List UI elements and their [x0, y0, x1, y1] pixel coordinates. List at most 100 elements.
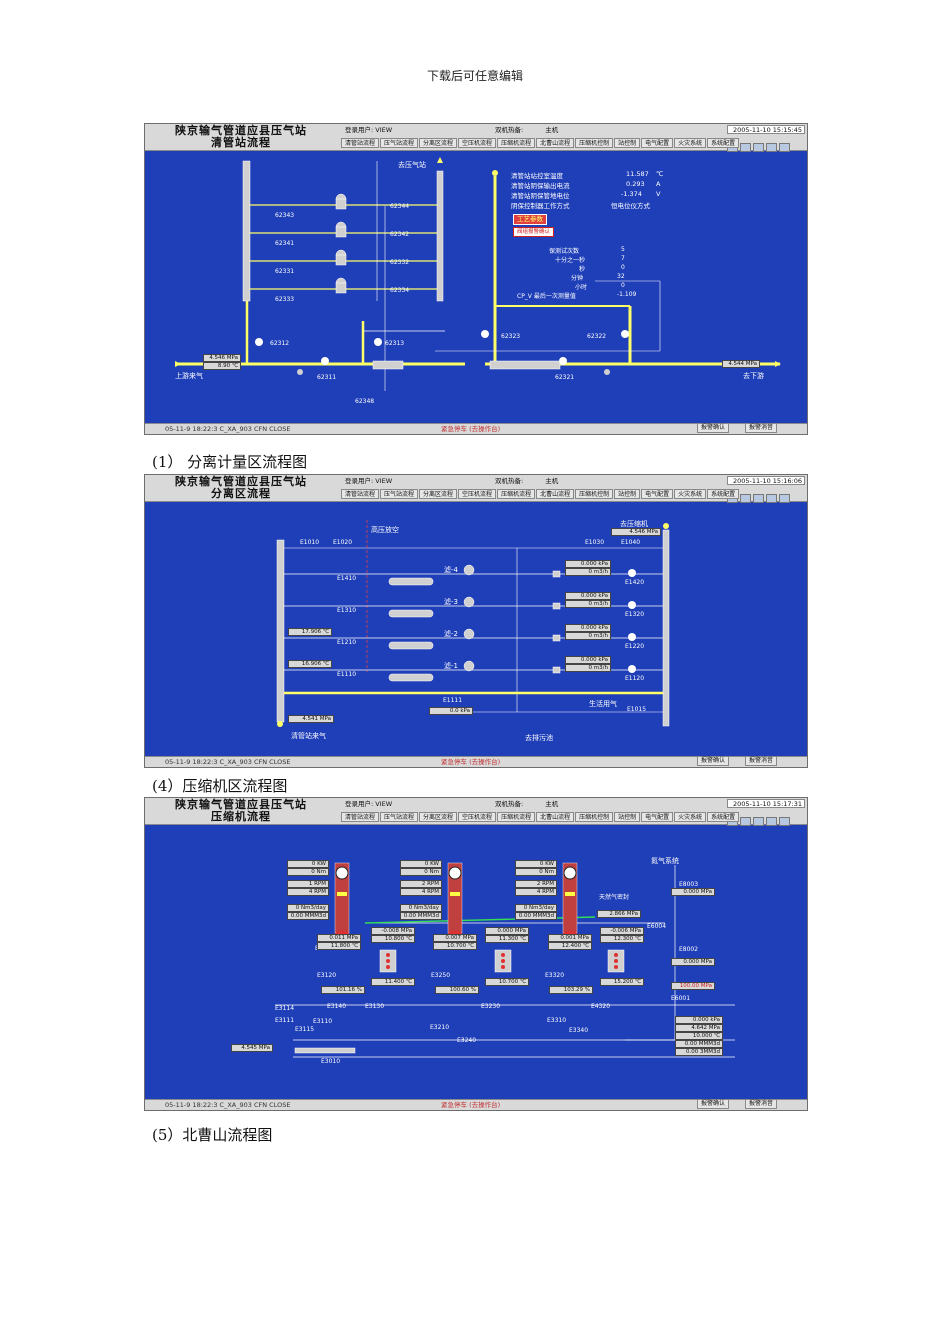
alarm-confirm-button[interactable]: 阀组报警确认: [513, 227, 555, 237]
downstream-label: 去下游: [743, 371, 764, 380]
tab-compctl[interactable]: 压缩机控制: [575, 812, 614, 822]
process-params-button[interactable]: 工艺参数: [513, 214, 547, 225]
alarm-silence-button[interactable]: 报警消音: [745, 423, 778, 433]
valve-tag: E1111: [443, 697, 462, 704]
tab-pig[interactable]: 清管站流程: [341, 489, 380, 499]
alarm-ack-button[interactable]: 报警确认: [697, 1099, 730, 1109]
svg-text:E8002: E8002: [679, 946, 698, 953]
pct-readout: 100.60 %: [435, 986, 479, 994]
tab-fire[interactable]: 火灾系统: [674, 138, 707, 148]
svg-text:E8003: E8003: [679, 881, 698, 888]
flow-rate: 0 m3/h: [565, 600, 611, 608]
temp-readout: 16.906 ℃: [288, 660, 332, 668]
nav-tabs: 清管站流程 压气站流程 分离区流程 空压机流程 压缩机流程 北曹山流程 压缩机控…: [341, 812, 807, 823]
tab-stationctl[interactable]: 站控制: [614, 812, 641, 822]
tab-sep[interactable]: 分离区流程: [419, 138, 458, 148]
tab-gas[interactable]: 压气站流程: [380, 489, 419, 499]
screen-subtitle: 压缩机流程: [211, 810, 271, 823]
valve-tag: E1120: [625, 675, 644, 682]
nm-readout: 0 Nm: [515, 868, 557, 876]
alarm-silence-button[interactable]: 报警消音: [745, 756, 778, 766]
rpm-readout: 4 RPM: [400, 888, 442, 896]
tab-bcs[interactable]: 北曹山流程: [536, 489, 575, 499]
temp-readout: 10.800 ℃: [371, 935, 415, 943]
flow-readout: 0 Nm3/day: [287, 904, 329, 912]
tab-air[interactable]: 空压机流程: [458, 812, 497, 822]
temp-readout: 12.400 ℃: [548, 942, 592, 950]
svg-text:E6004: E6004: [647, 923, 666, 930]
inlet-pressure: 4.546 MPa: [203, 354, 241, 362]
pressure-readout: -0.006 MPa: [600, 927, 644, 935]
valve-tag: 62332: [390, 259, 409, 266]
svg-text:E6001: E6001: [671, 995, 690, 1002]
tab-pig[interactable]: 清管站流程: [341, 138, 380, 148]
login-info: 登录用户: VIEW: [345, 126, 393, 134]
gas-seal-label: 天然气密封: [599, 893, 629, 901]
flow-kpa: 0.000 kPa: [565, 656, 611, 664]
tab-comp[interactable]: 压缩机流程: [497, 138, 536, 148]
svg-text:E3114: E3114: [275, 1005, 294, 1012]
tab-sys[interactable]: 系统配置: [707, 812, 740, 822]
tab-fire[interactable]: 火灾系统: [674, 489, 707, 499]
pressure-readout: -0.008 MPa: [371, 927, 415, 935]
to-compressor-pressure: 4.546 MPa: [611, 528, 661, 536]
compressor-screenshot: 陕京输气管道应县压气站 压缩机流程 登录用户: VIEW 双机热备: 主机 20…: [144, 797, 808, 1111]
flow-readout: 0.00 MMM3d: [515, 912, 557, 920]
tab-bcs[interactable]: 北曹山流程: [536, 812, 575, 822]
temp-readout: 11.300 ℃: [485, 935, 529, 943]
title-bar: 陕京输气管道应县压气站 压缩机流程 登录用户: VIEW 双机热备: 主机 20…: [145, 798, 807, 826]
tab-elec[interactable]: 电气配置: [641, 812, 674, 822]
tab-elec[interactable]: 电气配置: [641, 138, 674, 148]
tab-elec[interactable]: 电气配置: [641, 489, 674, 499]
title-bar: 陕京输气管道应县压气站 清管站流程 登录用户: VIEW 双机热备: 主机 20…: [145, 124, 807, 152]
nm-readout: 0 Nm: [400, 868, 442, 876]
tab-gas[interactable]: 压气站流程: [380, 138, 419, 148]
to-compressor-label: 去压缩机: [620, 519, 648, 528]
rpm-readout: 1 RPM: [287, 880, 329, 888]
nav-tabs: 清管站流程 压气站流程 分离区流程 空压机流程 压缩机流程 北曹山流程 压缩机控…: [341, 138, 807, 149]
flow-readout: 0 Nm3/day: [515, 904, 557, 912]
valve-tag: 62342: [390, 231, 409, 238]
valve-tag: E1110: [337, 671, 356, 678]
status-bar: 05-11-9 18:22:3 C_XA_903 CFN CLOSE 紧急停车 …: [145, 756, 807, 767]
tab-comp[interactable]: 压缩机流程: [497, 489, 536, 499]
param-row: 阴保控制器工作方式恒电位仪方式: [511, 202, 650, 210]
filter-label: 滤-2: [444, 629, 458, 638]
screen-subtitle: 清管站流程: [211, 136, 271, 149]
tab-bcs[interactable]: 北曹山流程: [536, 138, 575, 148]
alarm-silence-button[interactable]: 报警消音: [745, 1099, 778, 1109]
alarm-ack-button[interactable]: 报警确认: [697, 756, 730, 766]
station-title: 陕京输气管道应县压气站 分离区流程: [151, 476, 331, 500]
valve-tag: E1320: [625, 611, 644, 618]
emergency-stop: 紧急停车 (去操作台): [441, 1101, 501, 1109]
drain-label: 去排污池: [525, 733, 553, 742]
tab-compctl[interactable]: 压缩机控制: [575, 489, 614, 499]
tab-compctl[interactable]: 压缩机控制: [575, 138, 614, 148]
pct-readout: 103.29 %: [549, 986, 593, 994]
tab-comp[interactable]: 压缩机流程: [497, 812, 536, 822]
tab-pig[interactable]: 清管站流程: [341, 812, 380, 822]
tab-stationctl[interactable]: 站控制: [614, 489, 641, 499]
pig-process-diagram: 62343 62344 62341 62342 62331 62332 6233…: [175, 157, 781, 405]
alarm-ack-button[interactable]: 报警确认: [697, 423, 730, 433]
valve-tag: E1040: [621, 539, 640, 546]
tab-stationctl[interactable]: 站控制: [614, 138, 641, 148]
tab-sys[interactable]: 系统配置: [707, 138, 740, 148]
tab-sep[interactable]: 分离区流程: [419, 812, 458, 822]
tab-gas[interactable]: 压气站流程: [380, 812, 419, 822]
bottom-readout: 0.00 3MM3d: [675, 1048, 723, 1056]
tab-fire[interactable]: 火灾系统: [674, 812, 707, 822]
dual-info: 双机热备: 主机: [495, 800, 559, 808]
tab-air[interactable]: 空压机流程: [458, 489, 497, 499]
temp-readout: 11.400 ℃: [371, 978, 415, 986]
tab-sep[interactable]: 分离区流程: [419, 489, 458, 499]
test-row: CP_V 最后一次测量值-1.109: [517, 291, 637, 300]
valve-tag: E1410: [337, 575, 356, 582]
tab-air[interactable]: 空压机流程: [458, 138, 497, 148]
tab-sys[interactable]: 系统配置: [707, 489, 740, 499]
kw-readout: 0 KW: [400, 860, 442, 868]
